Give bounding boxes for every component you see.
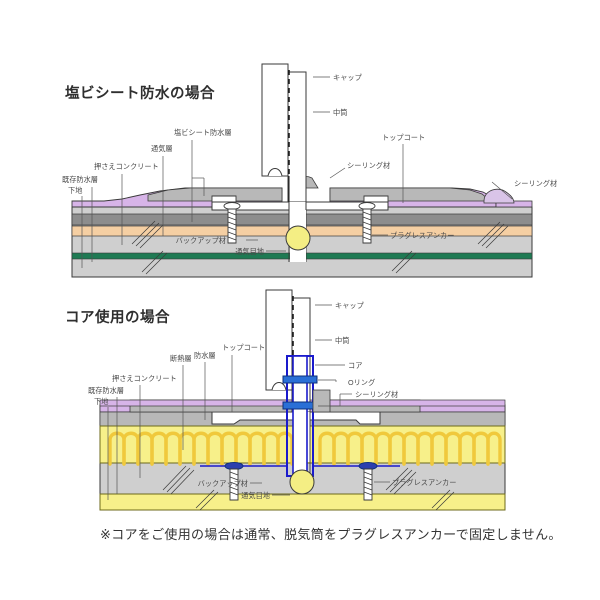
label-top-sealing-left: シーリング材 <box>347 161 390 170</box>
label-top-cap: キャップ <box>333 73 363 82</box>
bottom-diagram: 下地 既存防水層 押さえコンクリート 断熱層 防水層 トップコート キャップ 中… <box>88 289 506 511</box>
label-bottom-o-ring: Oリング <box>348 378 375 387</box>
top-vent-pipe <box>261 63 307 262</box>
top-anchor-right <box>358 202 376 244</box>
top-cap-arch <box>267 168 283 177</box>
label-bottom-plugless-anchor: プラグレスアンカー <box>392 478 456 487</box>
label-top-middle-tube: 中筒 <box>333 108 347 117</box>
top-diagram: 下地 既存防水層 押さえコンクリート 通気層 塩ビシート防水層 キャップ 中筒 … <box>62 63 557 278</box>
top-flange-lip-left <box>211 195 237 203</box>
top-cap-body <box>261 63 289 177</box>
bottom-core <box>200 355 400 477</box>
bottom-hatching <box>162 465 455 511</box>
bottom-backup-rod <box>289 469 315 495</box>
top-bed-right <box>329 187 489 202</box>
bottom-sealing-block <box>312 389 331 413</box>
label-top-protection-concrete: 押さえコンクリート <box>94 162 159 171</box>
bottom-cap-arch <box>271 382 287 391</box>
top-hatching <box>131 220 509 275</box>
label-top-substrate: 下地 <box>68 186 82 195</box>
label-bottom-middle-tube: 中筒 <box>335 336 349 345</box>
o-ring-lower <box>282 401 318 410</box>
label-bottom-cap: キャップ <box>335 301 365 310</box>
label-bottom-backup-material: バックアップ材 <box>198 479 248 488</box>
section-title-bottom: コア使用の場合 <box>65 310 170 326</box>
label-top-vent-joint: 通気目地 <box>235 247 264 256</box>
bottom-cap-body <box>265 289 293 391</box>
label-bottom-protection-concrete: 押さえコンクリート <box>112 374 177 383</box>
top-coat-beds <box>147 187 489 202</box>
label-top-top-coat: トップコート <box>382 133 425 142</box>
label-top-pvc-sheet: 塩ビシート防水層 <box>174 128 232 137</box>
core-inner <box>292 355 308 477</box>
top-sealing-right-blob <box>483 188 515 204</box>
top-middle-tube <box>287 71 307 203</box>
label-bottom-top-coat: トップコート <box>222 343 265 352</box>
bottom-anchor-right <box>358 461 378 501</box>
label-bottom-vent-joint: 通気目地 <box>241 491 270 500</box>
label-bottom-substrate: 下地 <box>94 397 108 406</box>
footnote: ※コアをご使用の場合は通常、脱気筒をプラグレスアンカーで固定しません。 <box>100 527 562 542</box>
label-bottom-core: コア <box>348 361 362 370</box>
bottom-leader-lines <box>107 304 390 500</box>
label-top-existing-waterproof: 既存防水層 <box>62 175 98 184</box>
bottom-wave-strokes <box>108 431 502 466</box>
label-top-vent-layer: 通気層 <box>151 144 173 153</box>
bottom-anchor-left <box>224 461 244 501</box>
top-anchor-left <box>223 202 241 244</box>
label-top-sealing-right: シーリング材 <box>514 179 557 188</box>
label-top-backup-material: バックアップ材 <box>176 236 226 245</box>
top-leader-lines <box>81 76 513 268</box>
label-bottom-waterproof-layer: 防水層 <box>194 351 216 360</box>
top-flange-lip-right <box>363 195 389 203</box>
section-title-top: 塩ビシート防水の場合 <box>65 86 215 102</box>
label-bottom-existing-waterproof: 既存防水層 <box>88 386 124 395</box>
top-backup-rod <box>285 225 311 251</box>
label-bottom-sealing-material: シーリング材 <box>355 390 398 399</box>
label-top-plugless-anchor: プラグレスアンカー <box>390 231 454 240</box>
label-bottom-insulation-layer: 断熱層 <box>170 354 192 363</box>
top-bed-left <box>147 187 283 202</box>
o-ring-upper <box>282 375 318 384</box>
